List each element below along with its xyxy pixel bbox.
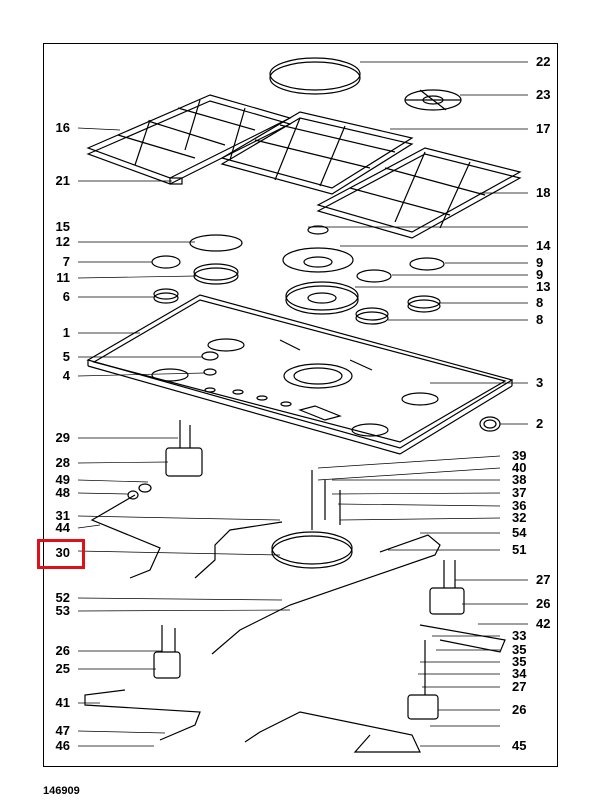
wok-ring xyxy=(269,57,361,95)
label-25: 26 xyxy=(55,643,70,658)
label-5: 5 xyxy=(62,349,70,364)
label-14: 14 xyxy=(536,238,551,253)
label-11: 11 xyxy=(56,270,70,285)
label-34: 34 xyxy=(512,666,527,681)
label-31: 31 xyxy=(55,508,70,523)
label-49: 49 xyxy=(55,472,70,487)
simmer-support xyxy=(404,89,462,111)
document-number: 146909 xyxy=(43,785,80,797)
label-39: 39 xyxy=(512,448,527,463)
label-15: 15 xyxy=(55,219,70,234)
knob xyxy=(201,351,219,361)
label-33: 33 xyxy=(512,628,527,643)
label-30: 30 xyxy=(55,545,70,560)
pan-support-center xyxy=(220,111,414,195)
label-17: 17 xyxy=(536,121,551,136)
label-4: 4 xyxy=(62,368,70,383)
label-46: 46 xyxy=(55,738,70,753)
label-22: 22 xyxy=(536,54,551,69)
label-2: 2 xyxy=(536,416,544,431)
label-38: 38 xyxy=(512,472,527,487)
label-16: 16 xyxy=(55,120,70,135)
label-51: 52 xyxy=(55,590,70,605)
knob-seal xyxy=(203,368,217,376)
diagram-frame xyxy=(43,43,558,767)
label-41: 41 xyxy=(55,695,70,710)
label-32: 32 xyxy=(512,510,527,525)
highlight-box xyxy=(37,539,85,569)
label-26a: 26 xyxy=(536,596,551,611)
label-28: 28 xyxy=(55,455,70,470)
label-7: 7 xyxy=(62,254,70,269)
hob-top-plate xyxy=(86,294,514,455)
label-50: 51 xyxy=(512,542,527,557)
label-36: 36 xyxy=(512,498,527,513)
label-6: 6 xyxy=(62,289,70,304)
label-45: 45 xyxy=(512,738,527,753)
label-1: 1 xyxy=(62,325,70,340)
label-24: 25 xyxy=(55,661,70,676)
label-3: 3 xyxy=(536,375,544,390)
label-35b: 35 xyxy=(512,654,527,669)
label-40: 40 xyxy=(512,460,527,475)
label-18: 18 xyxy=(536,185,551,200)
label-44: 44 xyxy=(55,520,70,535)
gas-tap-right xyxy=(153,560,465,720)
label-48: 48 xyxy=(55,485,70,500)
label-53: 54 xyxy=(512,525,527,540)
pan-support-right xyxy=(316,147,522,239)
gas-tap-center xyxy=(271,470,353,569)
label-23: 23 xyxy=(536,87,551,102)
label-27a: 27 xyxy=(536,572,551,587)
label-35a: 35 xyxy=(512,642,527,657)
label-21: 21 xyxy=(55,173,70,188)
label-8b: 8 xyxy=(536,312,544,327)
label-42: 42 xyxy=(536,616,551,631)
label-47: 47 xyxy=(55,723,70,738)
label-9a: 9 xyxy=(536,255,544,270)
label-13: 13 xyxy=(536,279,551,294)
label-9b: 9 xyxy=(536,267,544,282)
label-26b: 26 xyxy=(512,702,527,717)
label-8a: 8 xyxy=(536,295,544,310)
label-52: 53 xyxy=(55,603,70,618)
gas-pipes xyxy=(84,494,506,753)
label-12: 12 xyxy=(55,234,70,249)
label-37: 37 xyxy=(512,485,527,500)
label-29: 29 xyxy=(55,430,70,445)
label-27b: 27 xyxy=(512,679,527,694)
